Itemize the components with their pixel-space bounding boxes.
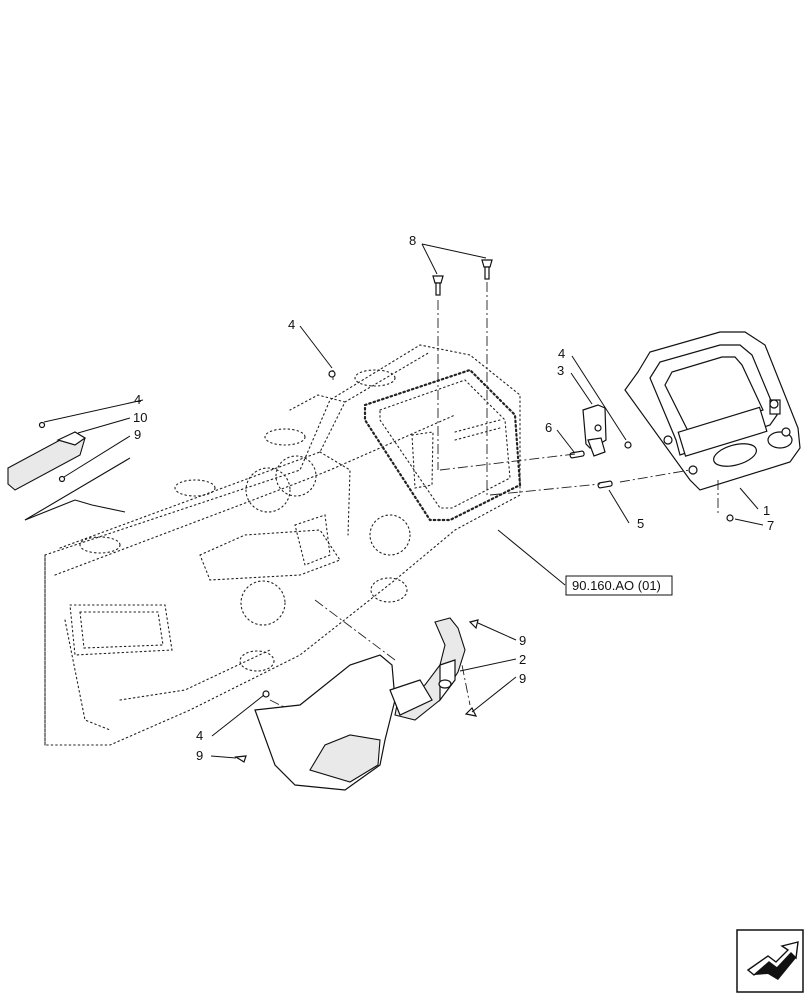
callout-10: 10 <box>133 410 147 425</box>
screw-9-c <box>234 755 247 763</box>
screw-9-a <box>468 619 479 630</box>
callout-4-bottom: 4 <box>196 728 203 743</box>
reference-box[interactable]: 90.160.AO (01) <box>565 575 673 596</box>
cover-plate-10 <box>7 421 87 491</box>
mounting-bracket <box>582 404 607 457</box>
leader-lines <box>43 243 764 759</box>
screw-9-b <box>464 706 478 717</box>
callout-6: 6 <box>545 420 552 435</box>
next-page-arrow-icon[interactable] <box>736 929 804 993</box>
pin-5 <box>597 480 613 489</box>
callout-4-right: 4 <box>558 346 565 361</box>
callout-9-bottom: 9 <box>196 748 203 763</box>
callout-7: 7 <box>767 518 774 533</box>
callout-9-upper: 9 <box>519 633 526 648</box>
callout-9-left: 9 <box>134 427 141 442</box>
break-line <box>24 457 131 521</box>
callout-4-left: 4 <box>134 392 141 407</box>
column-cover-lower <box>254 654 433 791</box>
instrument-cluster <box>624 331 801 491</box>
callout-8: 8 <box>409 233 416 248</box>
callout-3: 3 <box>557 363 564 378</box>
screw-8-right <box>481 259 493 280</box>
callout-2: 2 <box>519 652 526 667</box>
pin-6 <box>569 450 585 459</box>
callout-4-top: 4 <box>288 317 295 332</box>
callout-1: 1 <box>763 503 770 518</box>
nut-7 <box>726 514 734 522</box>
nut-4-top <box>328 370 336 378</box>
callout-9-lower: 9 <box>519 671 526 686</box>
callout-5: 5 <box>637 516 644 531</box>
nut-4-right <box>624 441 632 449</box>
nut-4-bottom <box>262 690 270 698</box>
reference-label: 90.160.AO (01) <box>572 578 661 593</box>
dashboard-housing <box>44 344 522 746</box>
screw-8-left <box>432 275 444 296</box>
